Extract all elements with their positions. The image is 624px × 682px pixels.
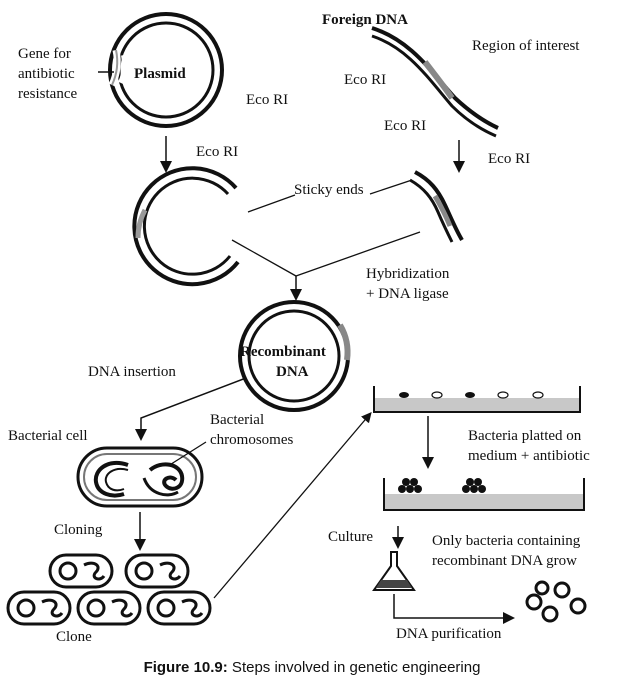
cut-dna-fragment: [409, 170, 464, 243]
caption-prefix: Figure 10.9:: [144, 659, 228, 676]
label-foreign-dna: Foreign DNA: [322, 12, 408, 28]
clone-cell: [6, 590, 72, 626]
label-gene-2: antibiotic: [18, 66, 75, 82]
caption-text: Steps involved in genetic engineering: [228, 659, 481, 676]
label-gene-3: resistance: [18, 86, 77, 102]
label-culture: Culture: [328, 529, 373, 545]
culture-flask: [372, 551, 416, 591]
label-only-2: recombinant DNA grow: [432, 553, 577, 569]
sticky-pointer-right: [369, 179, 413, 195]
arrow-insertion: [135, 377, 247, 441]
label-eco-ri-4: Eco RI: [196, 144, 238, 160]
clone-cell: [124, 553, 190, 589]
bacterial-cell: [76, 446, 204, 508]
label-eco-ri-2: Eco RI: [246, 92, 288, 108]
clone-cell: [76, 590, 142, 626]
clone-cell: [146, 590, 212, 626]
foreign-dna-strand: [371, 26, 499, 138]
label-bacterial-chrom-2: chromosomes: [210, 432, 293, 448]
label-only-1: Only bacteria containing: [432, 533, 581, 549]
label-dna-insertion: DNA insertion: [88, 364, 176, 380]
label-eco-ri-3: Eco RI: [384, 118, 426, 134]
label-eco-ri-5: Eco RI: [488, 151, 530, 167]
label-gene-1: Gene for: [18, 46, 71, 62]
cut-plasmid: [132, 166, 240, 287]
culture-plate-2: [383, 478, 585, 511]
label-dna-purification: DNA purification: [396, 626, 502, 642]
arrow-to-plate: [213, 412, 372, 599]
label-clone: Clone: [56, 629, 92, 645]
label-region-of-interest: Region of interest: [472, 38, 580, 54]
label-platted-1: Bacteria platted on: [468, 428, 582, 444]
culture-plate-1: [373, 386, 581, 413]
label-dna-ligase: + DNA ligase: [366, 286, 449, 302]
label-hybridization: Hybridization: [366, 266, 450, 282]
figure-caption: Figure 10.9: Steps involved in genetic e…: [144, 659, 481, 676]
sticky-pointer-left: [247, 194, 296, 213]
chrom-pointer: [167, 441, 207, 467]
label-recombinant-1: Recombinant: [240, 344, 326, 360]
clone-cell: [48, 553, 114, 589]
label-cloning: Cloning: [54, 522, 103, 538]
label-sticky-ends: Sticky ends: [294, 182, 364, 198]
recombinant-dna-ring: [238, 300, 351, 412]
label-eco-ri-1: Eco RI: [344, 72, 386, 88]
converge-left: [231, 239, 297, 277]
converge-right: [295, 231, 421, 277]
label-bacterial-cell: Bacterial cell: [8, 428, 88, 444]
purified-plasmids: [525, 580, 587, 623]
label-platted-2: medium + antibiotic: [468, 448, 590, 464]
label-plasmid: Plasmid: [134, 66, 186, 82]
plasmid-ring: [108, 12, 224, 128]
label-bacterial-chrom-1: Bacterial: [210, 412, 264, 428]
label-recombinant-2: DNA: [276, 364, 309, 380]
arrow-purification: [393, 594, 515, 624]
